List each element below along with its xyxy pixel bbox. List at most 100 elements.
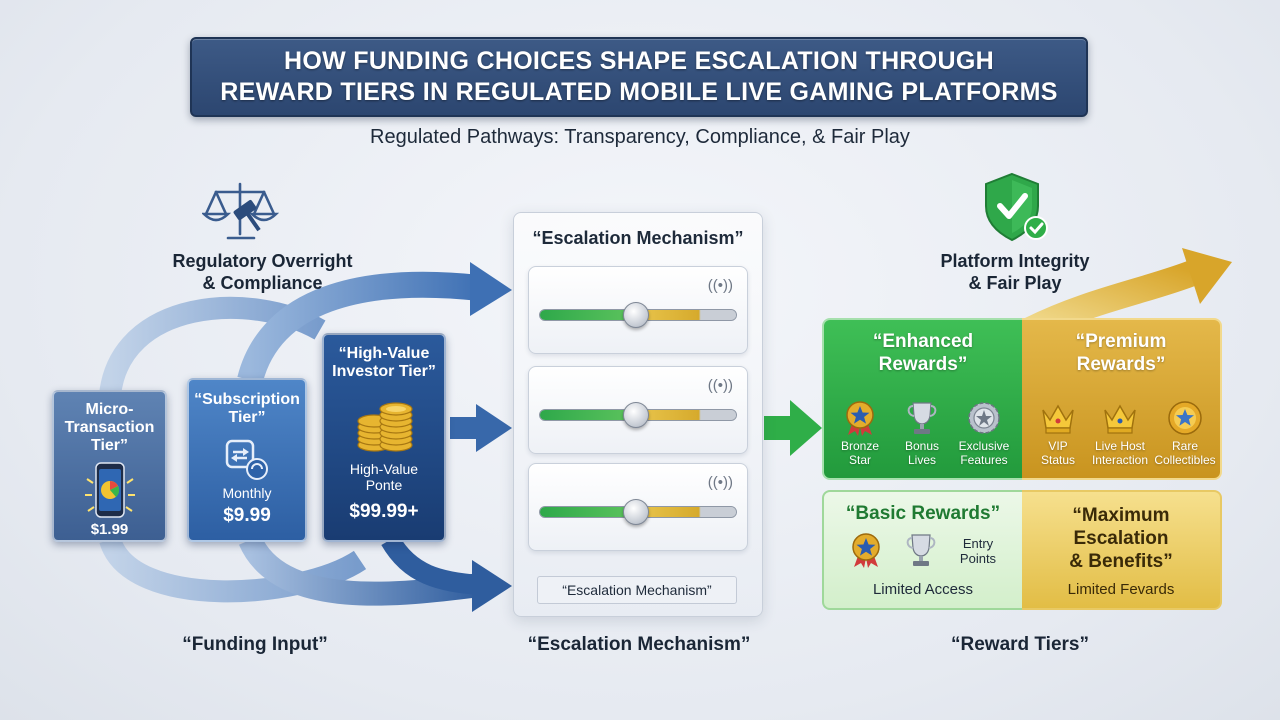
gold-arrowhead [1182,248,1232,304]
escalation-slider-card-2: ((•)) [528,366,748,454]
shield-check-icon [985,172,1048,242]
enhanced-item-2: Bonus Lives [890,400,954,467]
premium-item-1: VIP Status [1026,400,1090,467]
subscription-title: “Subscription Tier” [189,391,305,427]
subscription-card: “Subscription Tier” Monthly $9.99 [187,378,307,542]
subscription-price: $9.99 [223,505,271,526]
enhanced-rewards-tier: “Enhanced Rewards” Bronze Star Bonus Liv… [822,318,1022,480]
enhanced-item-1: Bronze Star [828,400,892,467]
smartphone-chart-icon [84,462,135,518]
high-value-title: “High-Value Investor Tier” [324,345,444,381]
flow-arc-upper [237,271,482,384]
high-value-title-line-2: Investor Tier” [332,363,436,380]
escalation-panel-title: “Escalation Mechanism” [532,228,744,248]
enhanced-title-line-2: Rewards” [878,354,968,375]
premium-item-3: Rare Collectibles [1150,400,1220,467]
premium-item-2-line-2: Interaction [1091,453,1149,467]
signal-waves-icon: ((•)) [707,377,733,394]
premium-title-line-2: Rewards” [1076,354,1166,375]
signal-waves-icon: ((•)) [707,474,733,491]
basic-rewards-tier: “Basic Rewards” Entry Points Limited Acc… [822,490,1022,610]
crown-icon [1042,404,1074,434]
subscription-title-line-1: “Subscription [194,391,300,408]
title-line-2: REWARD TIERS IN REGULATED MOBILE LIVE GA… [220,78,1058,106]
scales-gavel-icon [202,182,280,240]
premium-title-line-1: “Premium [1075,331,1167,352]
enhanced-item-3: Exclusive Features [952,400,1016,467]
regulatory-heading: Regulatory Overright & Compliance [130,250,395,294]
high-value-title-line-1: “High-Value [338,345,430,362]
reward-tiers-caption: “Reward Tiers” [951,634,1089,655]
enhanced-item-2-line-1: Bonus [904,439,940,453]
star-coin-icon [1168,401,1202,435]
escalation-mechanism-caption: “Escalation Mechanism” [527,634,751,655]
premium-item-2-line-1: Live Host [1094,439,1146,453]
crown-icon [1104,404,1136,434]
premium-item-3-line-1: Rare [1171,439,1198,453]
star-badge-icon [852,533,880,568]
subtitle: Regulated Pathways: Transparency, Compli… [370,126,910,148]
high-value-price: $99.99+ [349,501,419,522]
funding-input-caption: “Funding Input” [182,634,328,655]
star-badge-icon [846,401,874,436]
green-arrowhead [790,400,822,456]
subscription-title-line-2: Tier” [228,409,266,426]
trophy-icon [906,534,936,566]
premium-rewards-tier: “Premium Rewards” VIP Status Live Host I… [1022,318,1222,480]
flow-arrowhead-lower [472,560,512,612]
high-value-label: High-Value Ponte [324,461,444,493]
platform-heading-line-1: Platform Integrity [940,251,1090,271]
premium-rewards-title: “Premium Rewards” [1022,330,1220,376]
micro-title: Micro- Transaction Tier” [54,401,165,455]
escalation-slider-knob-2[interactable] [623,402,650,428]
escalation-slider-card-3: ((•)) [528,463,748,551]
trophy-icon [907,402,937,434]
subscription-label: Monthly [222,485,272,501]
basic-entry-points-line-1: Entry [962,536,994,551]
title-line-1: HOW FUNDING CHOICES SHAPE ESCALATION THR… [284,47,994,75]
regulatory-heading-line-2: & Compliance [202,273,323,293]
premium-item-3-line-2: Collectibles [1154,453,1216,467]
flow-arc-lower-back [99,535,367,603]
enhanced-item-3-line-1: Exclusive [958,439,1010,453]
flow-arrowhead-upper [470,262,512,316]
premium-item-2: Live Host Interaction [1088,400,1152,467]
maximum-escalation-footer: Limited Fevards [1067,581,1175,598]
enhanced-item-1-line-2: Star [848,453,871,467]
gear-badge-icon [968,402,1000,434]
platform-heading-line-2: & Fair Play [968,273,1062,293]
enhanced-item-3-line-2: Features [960,453,1008,467]
micro-title-line-2: Transaction [64,419,155,436]
enhanced-item-1-line-1: Bronze [840,439,880,453]
signal-waves-icon: ((•)) [707,277,733,294]
basic-rewards-title: “Basic Rewards” [845,503,1001,524]
flow-arc-lower-2 [381,534,481,595]
regulatory-heading-line-1: Regulatory Overright [172,251,353,271]
flow-arrowhead-mid [476,404,512,452]
basic-rewards-footer: Limited Access [872,581,974,598]
micro-title-line-3: Tier” [90,437,129,454]
premium-item-1-line-1: VIP [1048,439,1068,453]
micro-title-line-1: Micro- [85,401,134,418]
micro-price: $1.99 [90,521,129,538]
basic-entry-points: Entry Points [950,536,1006,566]
escalation-mechanism-tag: “Escalation Mechanism” [537,576,737,604]
maximum-title-line-2: Escalation [1073,528,1169,549]
premium-item-1-line-2: Status [1040,453,1076,467]
renew-cycle-icon [225,439,268,480]
maximum-title-line-3: & Benefits” [1069,551,1173,572]
platform-heading: Platform Integrity & Fair Play [900,250,1130,294]
escalation-slider-knob-3[interactable] [623,499,650,525]
gold-coins-icon [357,402,413,452]
maximum-title-line-1: “Maximum [1072,505,1170,526]
maximum-escalation-tier: “Maximum Escalation & Benefits” Limited … [1022,490,1222,610]
high-value-investor-card: “High-Value Investor Tier” High-Value Po… [322,333,446,542]
high-value-label-line-2: Ponte [365,477,403,493]
enhanced-title-line-1: “Enhanced [872,331,974,352]
escalation-slider-card-1: ((•)) [528,266,748,354]
high-value-label-line-1: High-Value [349,461,419,477]
enhanced-item-2-line-2: Lives [907,453,936,467]
micro-transaction-card: Micro- Transaction Tier” $1.99 [52,390,167,542]
green-arrow-shaft [764,416,794,440]
escalation-slider-knob-1[interactable] [623,302,650,328]
